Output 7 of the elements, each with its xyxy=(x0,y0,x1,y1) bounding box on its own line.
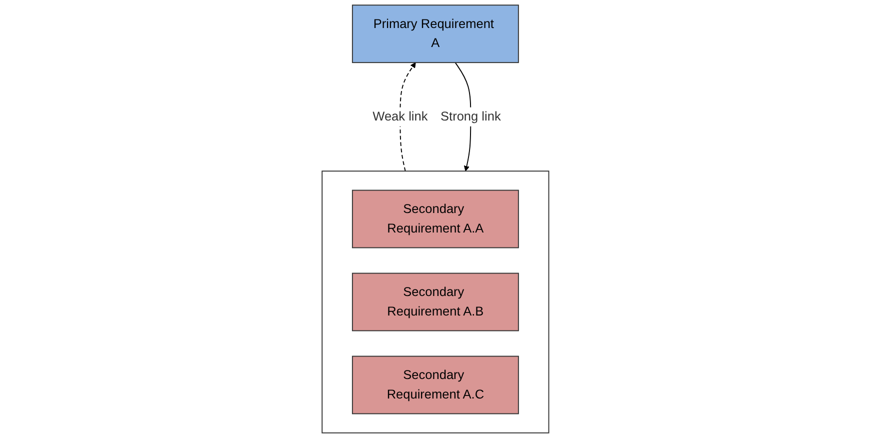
node-box: Secondary Requirement A.C xyxy=(352,356,519,414)
edge-label: Strong link xyxy=(440,110,501,124)
node-box: Primary Requirement A xyxy=(352,4,519,64)
edge-label: Weak link xyxy=(372,110,428,124)
cluster xyxy=(322,170,550,434)
node-box: Secondary Requirement A.B xyxy=(352,272,519,332)
node-box: Secondary Requirement A.A xyxy=(352,190,519,248)
